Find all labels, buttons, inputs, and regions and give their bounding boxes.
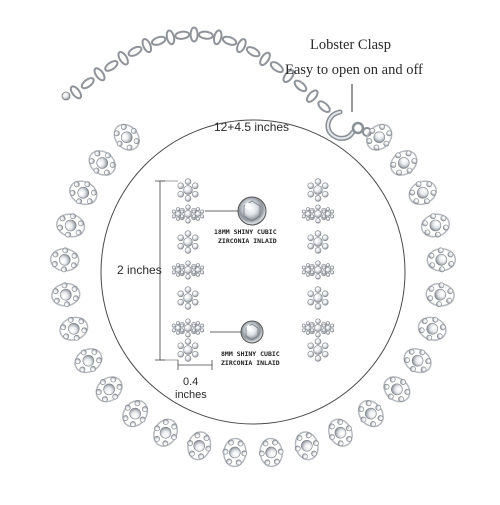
length-label: 12+4.5 inches xyxy=(214,120,290,134)
width-unit: inches xyxy=(175,389,207,401)
large-cubic-zirconia-icon xyxy=(237,196,267,226)
small-stone-caption-2: ZIRCONIA INLAID xyxy=(221,359,280,367)
clasp-title: Lobster Clasp xyxy=(310,37,391,53)
rhinestone-band xyxy=(49,123,457,468)
width-value: 0.4 xyxy=(183,376,199,388)
size-guide-circle xyxy=(100,119,406,425)
extension-chain xyxy=(61,26,331,114)
earrings xyxy=(171,178,335,362)
width-dimension xyxy=(177,360,213,370)
small-cubic-zirconia-icon xyxy=(240,320,264,344)
height-dimension xyxy=(155,180,178,361)
large-stone-caption-2: ZIRCONIA INLAID xyxy=(218,237,277,245)
small-stone-caption-1: 8MM SHINY CUBIC xyxy=(221,350,280,358)
large-stone-caption-1: 18MM SHINY CUBIC xyxy=(214,228,277,236)
clasp-description: Easy to open on and off xyxy=(285,62,423,78)
height-label: 2 inches xyxy=(117,263,162,277)
lobster-clasp-icon xyxy=(325,109,372,141)
